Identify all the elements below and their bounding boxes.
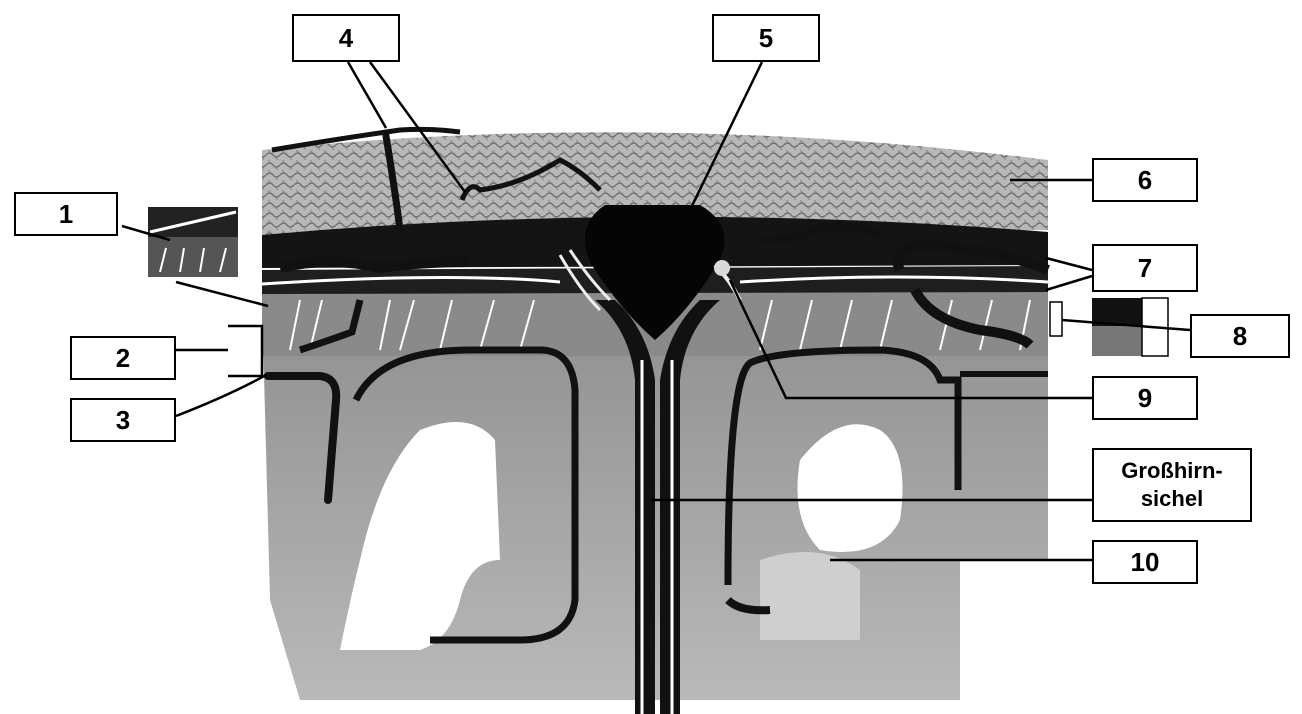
label-4: 4	[292, 14, 400, 62]
label-8: 8	[1190, 314, 1290, 358]
label-2: 2	[70, 336, 176, 380]
label-5: 5	[712, 14, 820, 62]
label-falx-line1: Großhirn-	[1121, 457, 1222, 485]
label-falx-line2: sichel	[1141, 485, 1203, 513]
label-10: 10	[1092, 540, 1198, 584]
label-6: 6	[1092, 158, 1198, 202]
label-falx: Großhirn- sichel	[1092, 448, 1252, 522]
label-1: 1	[14, 192, 118, 236]
label-3: 3	[70, 398, 176, 442]
label-9: 9	[1092, 376, 1198, 420]
label-7: 7	[1092, 244, 1198, 292]
